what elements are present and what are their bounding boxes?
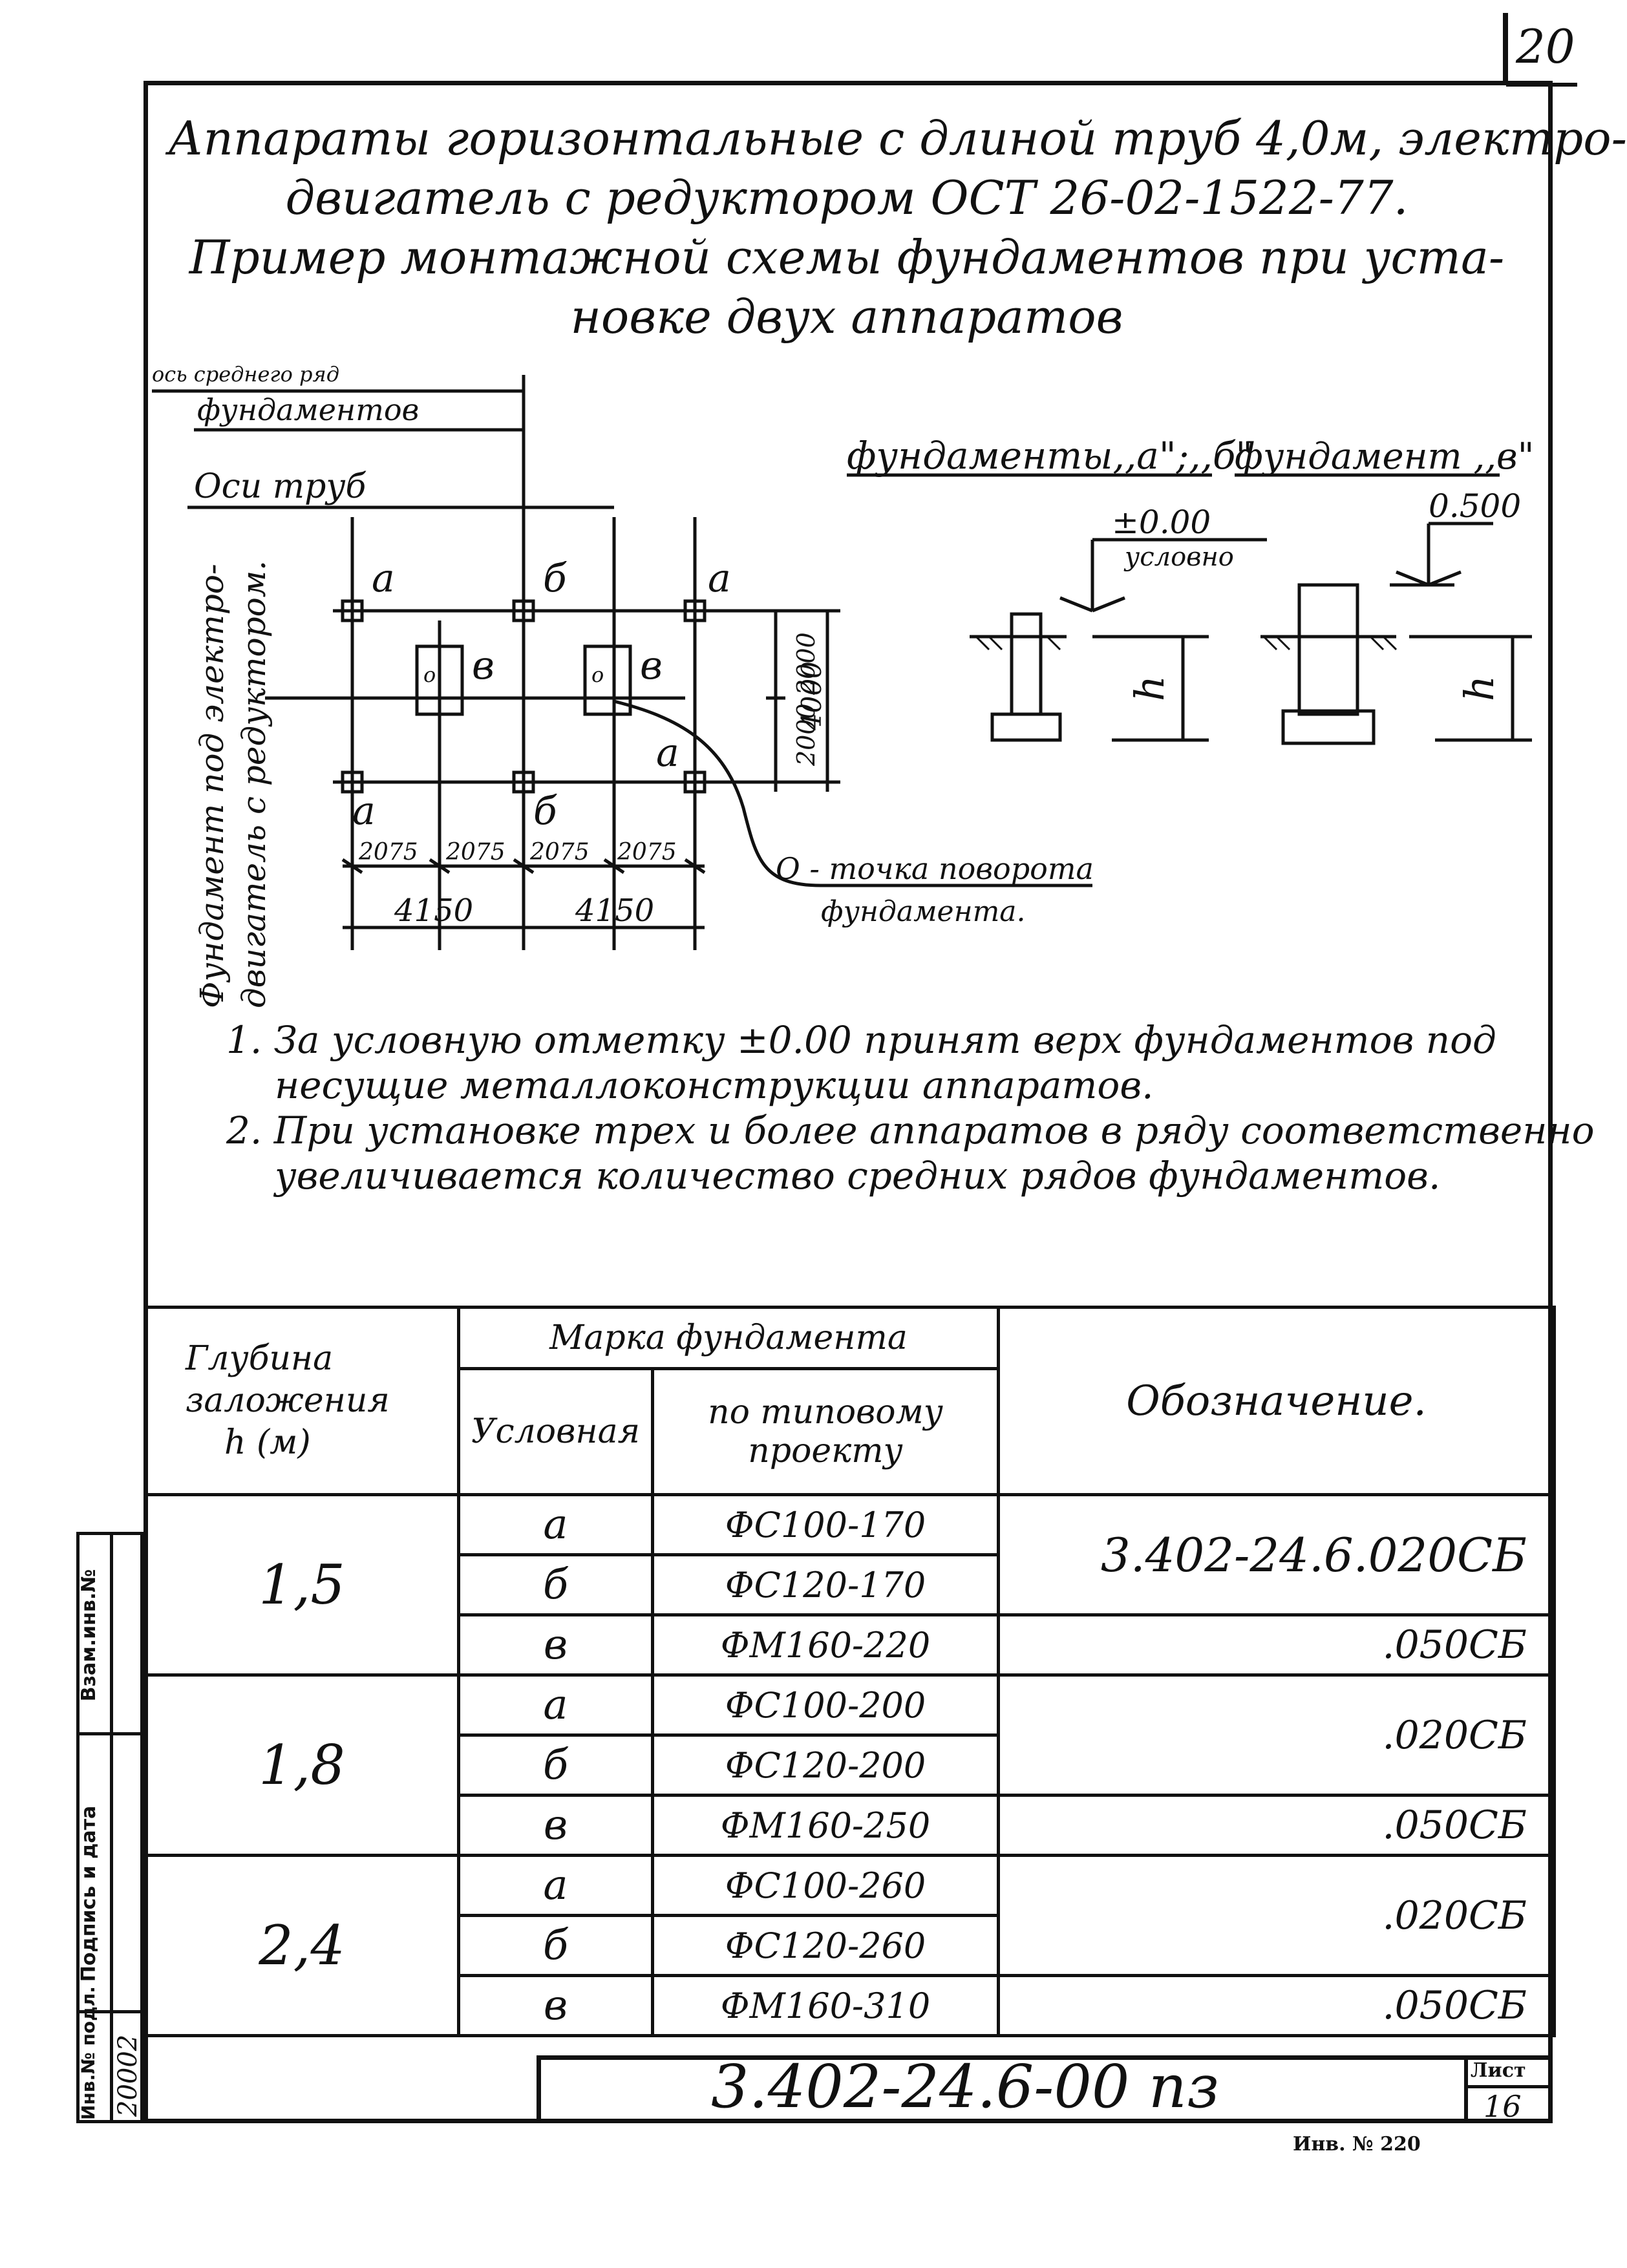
dim-4150: 4150 [394, 893, 473, 929]
depth-cell: 1,8 [144, 1673, 460, 1857]
pipe-axes-label: Оси труб [194, 467, 367, 506]
cond-mark: а [457, 1854, 654, 1917]
typical-mark: ФМ160-310 [651, 1974, 1000, 2037]
replace-inv-label: Взам.инв.№ [78, 1569, 100, 1702]
drawing-frame [144, 81, 1553, 2123]
dim-4150: 4150 [575, 893, 654, 929]
foundation-layout-diagram: ось среднего ряд фундаментов Оси труб Фу… [152, 362, 1534, 1008]
title-line-3: Пример монтажной схемы фундаментов при у… [189, 230, 1505, 284]
typical-mark: ФС100-260 [651, 1854, 1000, 1917]
depth-h-label: h [1126, 675, 1173, 701]
cond-mark: а [457, 1673, 654, 1737]
axis-middle-row-label: ось среднего ряд [152, 362, 339, 387]
foundation-v-letter: в [472, 643, 494, 688]
sheet-number-box [1464, 2055, 1553, 2123]
side-stamp-row-line [76, 1732, 144, 1735]
level-0500: 0.500 [1429, 487, 1521, 525]
cond-mark: в [457, 1613, 654, 1677]
sheet-number: 16 [1483, 2089, 1522, 2124]
foundation-b-letter: б [533, 789, 557, 834]
header-depth-line-2: заложения [186, 1381, 390, 1420]
rotation-point-letter: о [423, 662, 436, 687]
title-line-4: новке двух аппаратов [570, 290, 1123, 344]
title-block [537, 2055, 1553, 2123]
foundation-v-title: фундамент ,,в" [1235, 436, 1534, 478]
typical-mark: ФС120-200 [651, 1733, 1000, 1797]
designation-cell: .050СБ [997, 1613, 1556, 1677]
foundation-a-letter: а [656, 730, 679, 776]
footer-inventory-stamp: Инв. № 220 [1293, 2133, 1421, 2156]
cond-mark: б [457, 1914, 654, 1977]
typical-mark: ФМ160-220 [651, 1613, 1000, 1677]
designation-cell: .020СБ [997, 1854, 1556, 1977]
typical-mark: ФС120-170 [651, 1553, 1000, 1616]
header-conditional: Условная [457, 1367, 654, 1496]
dim-2075: 2075 [358, 839, 418, 865]
foundation-a-letter: а [372, 556, 395, 601]
page-number-rule [1503, 13, 1508, 84]
dim-2000-lower: 2000 [792, 703, 820, 767]
cond-mark: б [457, 1733, 654, 1797]
header-depth: Глубина заложения h (м) [144, 1306, 460, 1496]
dim-4000: 4000 [796, 661, 827, 731]
foundation-a-letter: а [708, 556, 731, 601]
designation-cell: .020СБ [997, 1673, 1556, 1797]
title-block-text: Аппараты горизонтальные с длиной труб 4,… [168, 110, 1627, 355]
side-stamp-row-line [76, 2010, 144, 2013]
level-000: ±0.00 [1112, 503, 1211, 541]
motor-foundation-label-1: Фундамент под электро- [193, 564, 231, 1008]
header-foundation-mark: Марка фундамента [457, 1306, 1000, 1370]
header-typical-project: по типовому проекту [651, 1367, 1000, 1496]
inv-original-value: 20002 [113, 2034, 143, 2117]
typical-mark: ФС100-200 [651, 1673, 1000, 1737]
rotation-point-letter: о [591, 662, 604, 687]
header-designation: Обозначение. [997, 1306, 1556, 1496]
level-conditional: условно [1123, 542, 1234, 572]
dim-2000-upper: 2000 [792, 632, 820, 695]
motor-foundation-label-2: двигатель с редуктором. [235, 560, 273, 1008]
rotation-point-note: О - точка поворота [776, 851, 1094, 886]
foundation-a-letter: а [352, 789, 376, 834]
title-line-2: двигатель с редуктором ОСТ 26-02-1522-77… [285, 171, 1409, 225]
sheet-label: Лист [1471, 2059, 1526, 2082]
cond-mark: б [457, 1553, 654, 1616]
title-line-1: Аппараты горизонтальные с длиной труб 4,… [168, 111, 1627, 165]
typical-mark: ФМ160-250 [651, 1794, 1000, 1857]
foundation-b-letter: б [543, 556, 567, 601]
side-stamp-divider [110, 1532, 113, 2123]
designation-cell: 3.402-24.6.020СБ [997, 1493, 1556, 1616]
header-depth-line-3: h (м) [224, 1423, 311, 1462]
dim-2075: 2075 [617, 839, 677, 865]
depth-h-label: h [1456, 675, 1503, 701]
note-2-line-2: увеличивается количество средних рядов ф… [275, 1154, 1441, 1198]
note-1-line-2: несущие металлоконструкции аппаратов. [275, 1063, 1154, 1107]
cond-mark: а [457, 1493, 654, 1556]
foundation-spec-table: Глубина заложения h (м) Марка фундамента… [144, 1306, 1556, 2037]
depth-cell: 2,4 [144, 1854, 460, 2037]
dim-2075: 2075 [529, 839, 590, 865]
typical-mark: ФС120-260 [651, 1914, 1000, 1977]
cond-mark: в [457, 1974, 654, 2037]
header-depth-line-1: Глубина [186, 1339, 334, 1378]
rotation-point-note-2: фундамента. [821, 895, 1026, 928]
designation-cell: .050СБ [997, 1974, 1556, 2037]
sheet-number-divider [1464, 2085, 1553, 2088]
page-number: 20 [1516, 19, 1575, 74]
typical-mark: ФС100-170 [651, 1493, 1000, 1556]
foundations-ab-title: фундаменты,,а";,,б" [847, 434, 1253, 478]
depth-cell: 1,5 [144, 1493, 460, 1677]
inv-original-label: Инв.№ подл. [78, 1986, 99, 2120]
designation-cell: .050СБ [997, 1794, 1556, 1857]
dim-2075: 2075 [445, 839, 505, 865]
foundation-v-letter: в [640, 643, 663, 688]
axis-middle-row-label-2: фундаментов [197, 392, 419, 427]
cond-mark: в [457, 1794, 654, 1857]
note-2-line-1: 2. При установке трех и более аппаратов … [226, 1108, 1595, 1152]
document-code: 3.402-24.6-00 пз [711, 2052, 1220, 2121]
note-1-line-1: 1. За условную отметку ±0.00 принят верх… [226, 1018, 1496, 1062]
